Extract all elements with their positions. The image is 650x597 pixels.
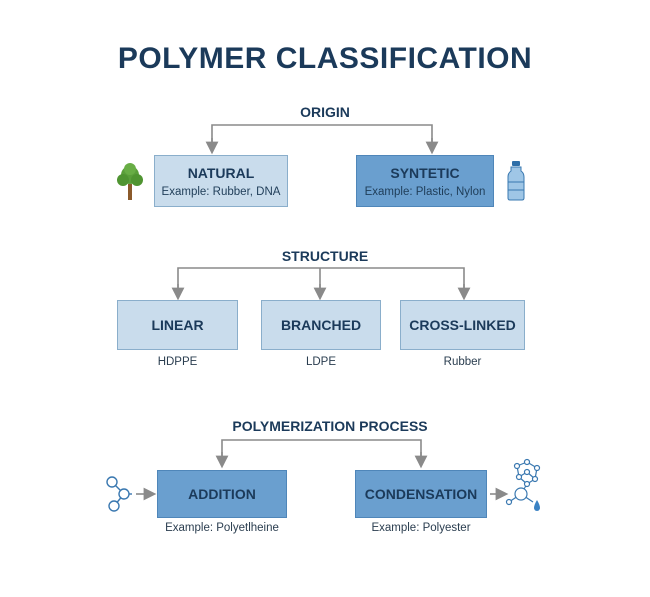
monomer-chain-icon [106, 476, 132, 512]
natural-box: NATURAL Example: Rubber, DNA [154, 155, 288, 207]
condensation-example: Example: Polyester [371, 522, 471, 534]
synthetic-title: SYNTETIC [390, 164, 460, 181]
synthetic-example: Example: Plastic, Nylon [364, 185, 486, 198]
structure-connector [177, 267, 465, 288]
bottle-icon [507, 161, 525, 201]
linear-title: LINEAR [151, 317, 204, 333]
branched-box: BRANCHED [261, 300, 381, 350]
addition-example: Example: Polyetlheine [165, 522, 279, 534]
natural-title: NATURAL [187, 164, 255, 181]
structure-heading: STRUCTURE [281, 248, 369, 264]
addition-title: ADDITION [188, 486, 256, 502]
crosslinked-example: Rubber [443, 356, 482, 368]
branched-example: LDPE [305, 356, 337, 368]
process-connector [221, 439, 422, 458]
process-heading: POLYMERIZATION PROCESS [232, 418, 428, 434]
branched-title: BRANCHED [280, 317, 362, 333]
linear-example: HDPPE [157, 356, 198, 368]
polymer-network-icon [505, 458, 541, 511]
synthetic-box: SYNTETIC Example: Plastic, Nylon [356, 155, 494, 207]
crosslinked-title: CROSS-LINKED [409, 317, 516, 333]
condensation-box: CONDENSATION [355, 470, 487, 518]
natural-example: Example: Rubber, DNA [161, 185, 281, 198]
crosslinked-box: CROSS-LINKED [400, 300, 525, 350]
origin-heading: ORIGIN [300, 104, 350, 120]
condensation-title: CONDENSATION [364, 486, 478, 502]
addition-box: ADDITION [157, 470, 287, 518]
linear-box: LINEAR [117, 300, 238, 350]
page-title: POLYMER CLASSIFICATION [117, 42, 533, 75]
origin-connector [211, 124, 433, 143]
tree-icon [117, 163, 143, 200]
